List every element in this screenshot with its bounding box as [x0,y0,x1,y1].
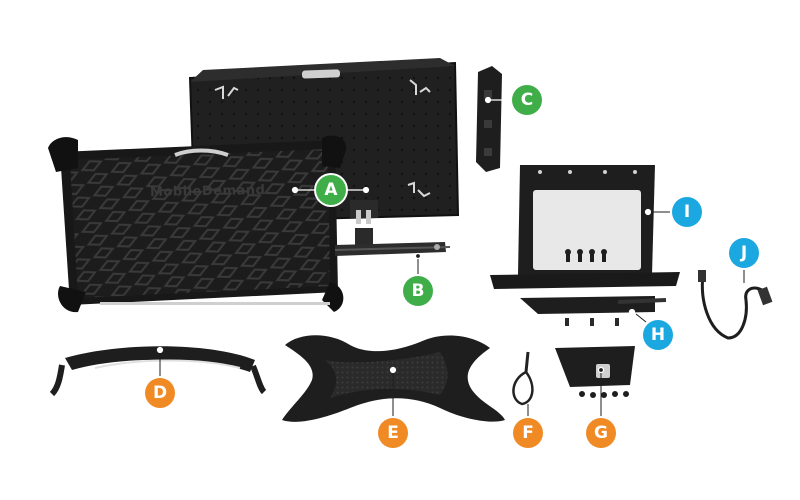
case-front [48,135,347,313]
lanyard-part [698,270,773,340]
callout-g: G [586,418,616,448]
side-clip-part [476,66,502,172]
mounting-plate-part [555,346,635,398]
callout-a: A [316,175,346,205]
stylus-holder-part [334,228,451,256]
callout-leaders [156,96,748,374]
callout-j: J [729,238,759,268]
callout-d: D [145,378,175,408]
callout-e: E [378,418,408,448]
callout-f: F [513,418,543,448]
kickstand-plate-part [490,165,680,289]
callout-b: B [403,276,433,306]
stylus-rail-part [520,296,667,326]
callout-c: C [512,85,542,115]
brand-logo-embossed: MobileDemand [149,182,266,201]
callout-i: I [672,197,702,227]
stylus-tether-part [512,351,534,406]
callout-h: H [643,320,673,350]
callout-stems [159,211,745,418]
